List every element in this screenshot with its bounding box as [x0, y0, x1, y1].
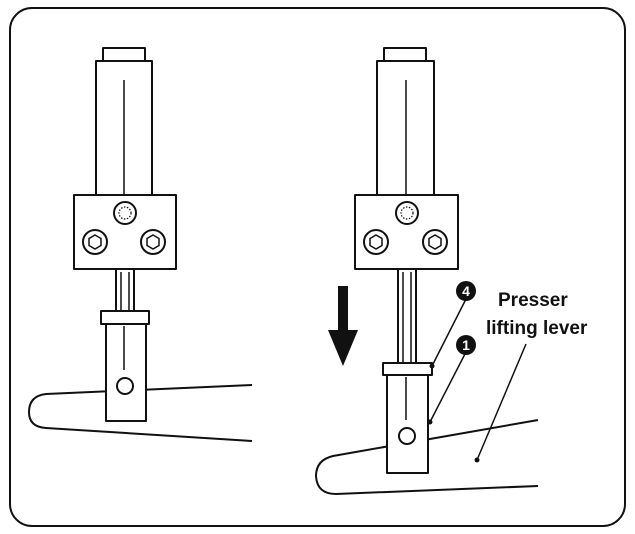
left-lower-bar: [115, 268, 135, 312]
callout-marker-1: 1: [456, 335, 476, 355]
callout-number-1: 1: [462, 337, 470, 353]
left-collar-nut: [100, 310, 150, 325]
presser-lifting-lever-label-line1: Presser: [498, 290, 568, 311]
callout-number-4: 4: [462, 283, 470, 299]
right-set-screw-top: [395, 201, 419, 225]
left-presser-foot-shank: [105, 323, 147, 422]
left-hex-bolt-right: [140, 229, 166, 255]
right-shank-hole: [398, 427, 416, 445]
right-presser-bar-assembly: [315, 47, 539, 495]
leader-line-callout-1: [429, 351, 467, 423]
presser-lifting-lever-label-line2: lifting lever: [486, 318, 588, 339]
left-set-screw-top: [113, 201, 137, 225]
down-arrow-icon: [328, 286, 358, 366]
right-hex-bolt-right: [422, 229, 448, 255]
leader-lines: [427, 298, 527, 463]
right-hex-bolt-left: [363, 229, 389, 255]
leader-line-callout-4: [431, 298, 467, 367]
left-shank-hole: [116, 377, 134, 395]
left-hex-bolt-left: [82, 229, 108, 255]
right-lower-bar: [397, 268, 417, 364]
right-presser-foot-shank: [386, 374, 429, 474]
leader-line-presser-lifting-lever: [476, 343, 527, 461]
right-collar-nut: [382, 362, 433, 376]
callout-marker-4: 4: [456, 281, 476, 301]
left-presser-bar-assembly: [28, 47, 253, 442]
